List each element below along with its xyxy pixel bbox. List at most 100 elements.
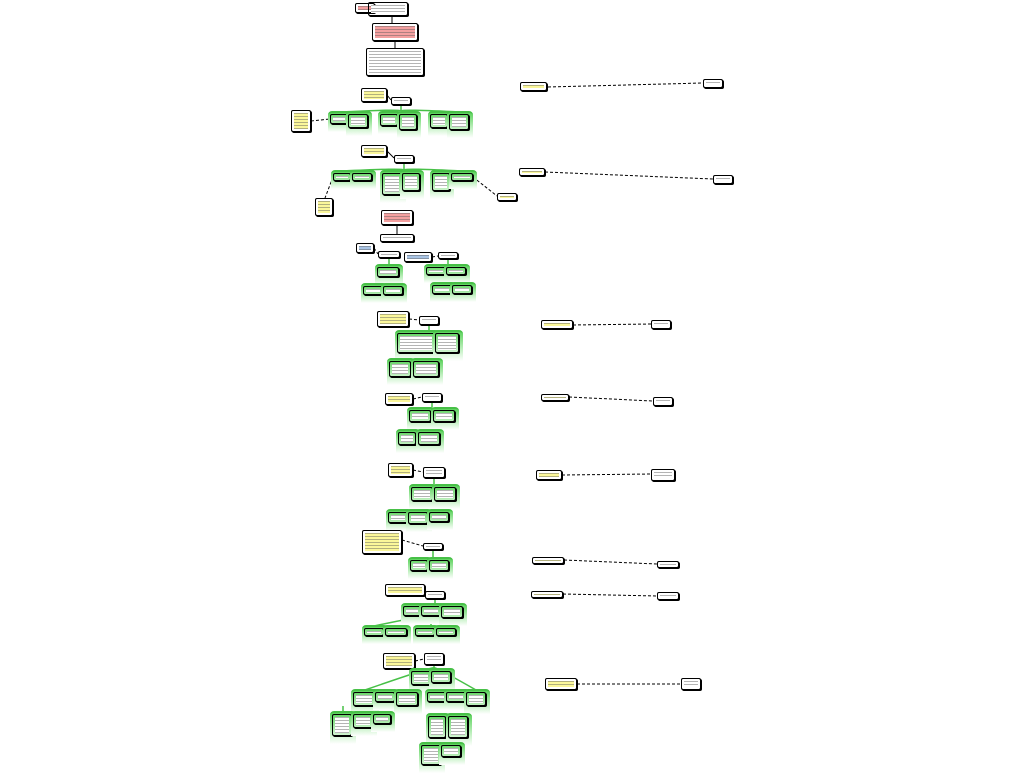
topic-node[interactable]	[363, 286, 383, 295]
topic-node[interactable]	[382, 173, 402, 195]
topic-node[interactable]	[373, 714, 391, 724]
topic-node[interactable]	[441, 745, 461, 757]
topic-node[interactable]	[419, 316, 439, 325]
topic-node[interactable]	[364, 628, 384, 636]
topic-node[interactable]	[452, 285, 472, 294]
topic-node[interactable]	[375, 692, 395, 702]
topic-node[interactable]	[441, 606, 463, 618]
note-node[interactable]	[315, 198, 333, 216]
topic-node[interactable]	[651, 469, 675, 481]
topic-node[interactable]	[411, 487, 433, 501]
topic-node[interactable]	[421, 606, 441, 616]
note-node[interactable]	[388, 463, 413, 477]
topic-node[interactable]	[368, 2, 408, 16]
topic-node[interactable]	[449, 114, 469, 130]
topic-node[interactable]	[410, 560, 428, 571]
note-node[interactable]	[532, 557, 564, 564]
topic-node[interactable]	[434, 487, 456, 501]
topic-node[interactable]	[391, 97, 411, 105]
topic-node[interactable]	[435, 333, 459, 353]
topic-node[interactable]	[432, 285, 452, 294]
topic-node[interactable]	[332, 714, 352, 736]
topic-node[interactable]	[429, 512, 449, 522]
note-node[interactable]	[385, 393, 413, 405]
blue-node[interactable]	[356, 243, 374, 253]
note-node[interactable]	[361, 88, 387, 102]
topic-node[interactable]	[425, 591, 445, 599]
topic-node[interactable]	[429, 560, 449, 571]
topic-node[interactable]	[446, 692, 466, 702]
topic-node[interactable]	[713, 175, 733, 184]
note-node[interactable]	[520, 82, 547, 91]
topic-node[interactable]	[657, 561, 679, 568]
topic-node[interactable]	[353, 714, 373, 728]
topic-node[interactable]	[446, 267, 466, 275]
note-node[interactable]	[377, 311, 409, 327]
topic-node[interactable]	[394, 155, 414, 163]
topic-node[interactable]	[422, 393, 442, 402]
topic-node[interactable]	[436, 628, 456, 636]
topic-node[interactable]	[402, 173, 420, 191]
topic-node[interactable]	[333, 173, 351, 181]
topic-node[interactable]	[383, 286, 403, 295]
topic-node[interactable]	[438, 252, 458, 259]
note-node[interactable]	[497, 193, 517, 201]
topic-node[interactable]	[428, 716, 446, 738]
note-node[interactable]	[362, 530, 402, 554]
note-node[interactable]	[545, 678, 577, 690]
branch-highlight	[361, 283, 387, 303]
topic-node[interactable]	[408, 512, 428, 524]
topic-node[interactable]	[409, 410, 431, 422]
topic-node[interactable]	[348, 114, 368, 128]
topic-node[interactable]	[380, 234, 414, 242]
topic-node[interactable]	[651, 320, 671, 329]
topic-node[interactable]	[397, 333, 435, 353]
topic-node[interactable]	[378, 251, 400, 258]
topic-node[interactable]	[353, 692, 375, 706]
topic-node[interactable]	[366, 48, 424, 76]
topic-node[interactable]	[398, 432, 416, 445]
topic-node[interactable]	[703, 79, 723, 88]
topic-node[interactable]	[681, 678, 701, 690]
topic-node[interactable]	[399, 114, 417, 130]
topic-node[interactable]	[426, 267, 446, 275]
topic-node[interactable]	[430, 114, 448, 128]
note-node[interactable]	[291, 110, 311, 132]
topic-node[interactable]	[411, 671, 431, 685]
topic-node[interactable]	[352, 173, 372, 181]
topic-node[interactable]	[396, 692, 418, 706]
topic-node[interactable]	[433, 410, 455, 422]
topic-node[interactable]	[424, 653, 444, 665]
topic-node[interactable]	[657, 592, 679, 600]
note-node[interactable]	[531, 591, 563, 598]
topic-node[interactable]	[448, 716, 468, 738]
note-node[interactable]	[383, 653, 415, 669]
note-node[interactable]	[536, 470, 562, 480]
topic-node[interactable]	[466, 692, 486, 706]
note-node[interactable]	[541, 320, 573, 329]
topic-node[interactable]	[423, 543, 443, 550]
blue-node[interactable]	[404, 252, 432, 262]
topic-node[interactable]	[432, 173, 450, 191]
topic-node[interactable]	[415, 628, 435, 636]
branch-highlight	[362, 625, 388, 644]
topic-node[interactable]	[451, 173, 473, 181]
topic-node[interactable]	[377, 267, 399, 277]
note-node[interactable]	[385, 584, 425, 596]
note-node[interactable]	[541, 394, 569, 401]
topic-node[interactable]	[653, 397, 673, 406]
topic-node[interactable]	[413, 361, 439, 377]
topic-node[interactable]	[389, 361, 411, 377]
topic-node[interactable]	[421, 745, 441, 765]
topic-node[interactable]	[385, 628, 407, 636]
topic-node[interactable]	[431, 671, 451, 683]
highlight-node[interactable]	[372, 23, 418, 41]
highlight-node[interactable]	[381, 210, 413, 225]
topic-node[interactable]	[380, 114, 398, 126]
topic-node[interactable]	[423, 467, 445, 478]
dashed-connector	[561, 473, 652, 476]
note-node[interactable]	[519, 168, 545, 176]
note-node[interactable]	[361, 145, 387, 157]
topic-node[interactable]	[418, 432, 440, 445]
topic-node[interactable]	[388, 512, 408, 523]
